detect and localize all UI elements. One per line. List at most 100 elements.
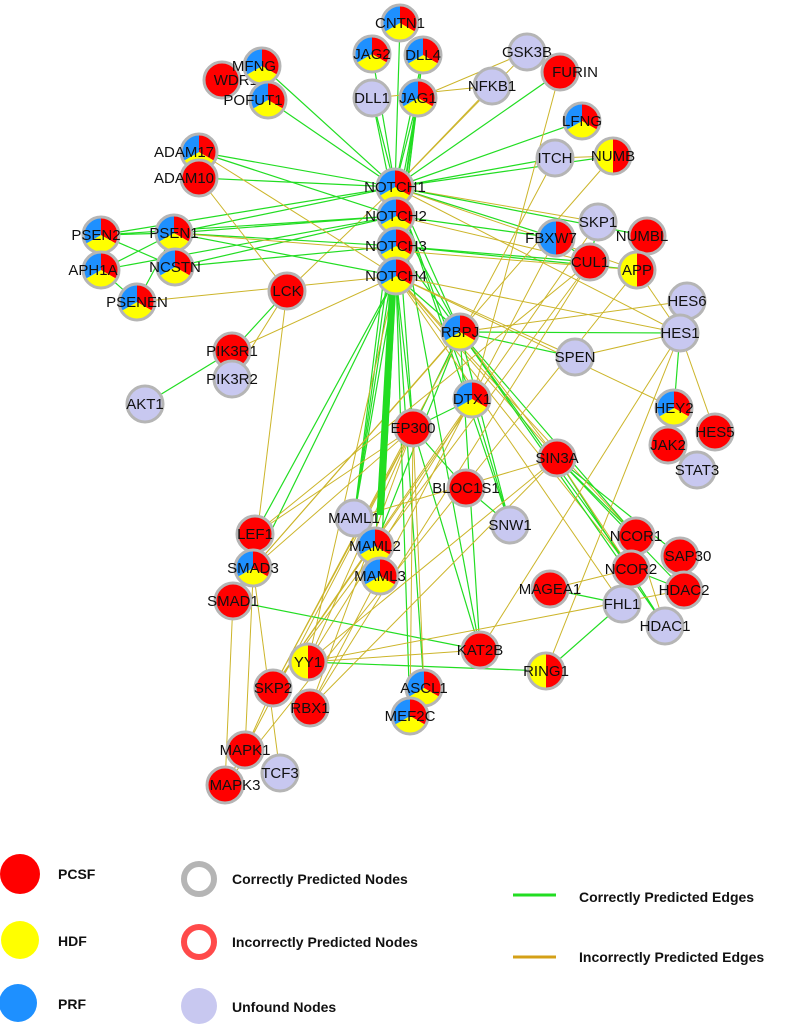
- node-label: DLL4: [405, 47, 441, 64]
- node-ring: [660, 313, 700, 353]
- node-mapk1: MAPK1: [220, 730, 270, 770]
- node-fill: [336, 500, 372, 536]
- node-ring: [260, 753, 300, 793]
- node-ring: [398, 78, 438, 118]
- node-label: FURIN: [552, 64, 598, 81]
- edge-sin3a-ncor2: [556, 457, 632, 570]
- node-ring: [380, 3, 420, 43]
- edge-notch1-adam17: [198, 151, 396, 188]
- node-wdr12: WDR12: [202, 60, 266, 100]
- edge-notch1-psen2: [100, 186, 396, 236]
- node-label: NCSTN: [149, 259, 201, 276]
- node-wedge-pcsf: [637, 252, 655, 288]
- node-fill: [650, 427, 686, 463]
- node-label: FHL1: [604, 596, 641, 613]
- node-cntn1: CNTN1: [375, 3, 425, 43]
- node-label: MEF2C: [385, 708, 436, 725]
- edge-notch1-pofut1: [267, 99, 396, 188]
- node-wedge-hdf: [290, 644, 308, 680]
- node-label: SIN3A: [535, 450, 578, 467]
- node-ncor1: NCOR1: [610, 516, 662, 556]
- node-wedge-hdf: [595, 138, 613, 174]
- legend-hdf-label: HDF: [58, 933, 87, 949]
- legend: PCSF HDF PRF Correctly Predicted Nodes I…: [0, 854, 764, 1024]
- node-ring: [446, 468, 486, 508]
- node-spen: SPEN: [555, 337, 595, 377]
- node-ring: [562, 101, 602, 141]
- node-fill: [292, 690, 328, 726]
- node-wedge-hdf: [402, 98, 434, 117]
- node-label: HES6: [667, 293, 706, 310]
- node-label: ADAM17: [154, 144, 214, 161]
- node-ring: [225, 730, 265, 770]
- node-wedge-hdf: [237, 568, 269, 586]
- legend-correct-edges-label: Correctly Predicted Edges: [579, 889, 754, 905]
- node-ring: [179, 158, 219, 198]
- edge-notch2-aph1a: [100, 215, 397, 271]
- node-label: EP300: [390, 420, 435, 437]
- node-label: HES1: [660, 325, 699, 342]
- node-label: SNW1: [488, 517, 531, 534]
- edge-rbpj-sin3a: [459, 331, 558, 459]
- node-pik3r1: PIK3R1: [206, 331, 258, 371]
- node-fill: [542, 54, 578, 90]
- node-fill: [613, 551, 649, 587]
- edge-dtx1-snw1: [471, 398, 511, 526]
- node-dtx1: DTX1: [452, 379, 492, 419]
- node-label: GSK3B: [502, 44, 552, 61]
- node-label: ITCH: [538, 150, 573, 167]
- node-label: NUMB: [591, 148, 635, 165]
- legend-unfound-node-swatch: [181, 988, 217, 1024]
- node-pik3r2: PIK3R2: [206, 359, 258, 399]
- node-ring: [233, 548, 273, 588]
- node-label: MFNG: [232, 58, 276, 75]
- node-label: LCK: [272, 283, 301, 300]
- node-lef1: LEF1: [235, 514, 275, 554]
- edge-notch1-psen1: [173, 186, 396, 234]
- node-label: SMAD1: [207, 593, 259, 610]
- node-fhl1: FHL1: [602, 584, 642, 624]
- edge-psenen-notch4: [136, 275, 397, 303]
- node-label: LEF1: [237, 526, 273, 543]
- node-fill: [662, 538, 698, 574]
- node-label: AKT1: [126, 396, 164, 413]
- node-fill: [539, 440, 575, 476]
- node-fill: [269, 273, 305, 309]
- node-fill: [618, 518, 654, 554]
- node-wedge-hdf: [121, 302, 153, 320]
- node-app: APP: [617, 250, 657, 290]
- node-notch4: NOTCH4: [365, 256, 427, 296]
- node-skp2: SKP2: [253, 668, 293, 708]
- node-fill: [255, 670, 291, 706]
- node-wedge-hdf: [252, 100, 284, 119]
- node-label: SKP2: [254, 680, 292, 697]
- node-fill: [572, 244, 608, 280]
- edge-notch1-itch: [394, 157, 556, 188]
- node-wedge-pcsf: [556, 220, 574, 256]
- node-ring: [267, 271, 307, 311]
- node-akt1: AKT1: [125, 384, 165, 424]
- edge-notch4-ncor1: [395, 275, 637, 537]
- edge-notch3-ncstn: [174, 245, 397, 268]
- node-cul1: CUL1: [570, 242, 610, 282]
- node-ring: [202, 60, 242, 100]
- node-hes1: HES1: [660, 313, 700, 353]
- edge-notch4-ep300: [395, 275, 414, 429]
- node-magea1: MAGEA1: [519, 569, 581, 609]
- node-tcf3: TCF3: [260, 753, 300, 793]
- node-ring: [452, 379, 492, 419]
- node-ring: [526, 651, 566, 691]
- node-psen1: PSEN1: [149, 213, 199, 253]
- node-fill: [669, 283, 705, 319]
- node-label: KAT2B: [457, 642, 503, 659]
- node-fill: [604, 586, 640, 622]
- node-label: YY1: [294, 654, 322, 671]
- node-rbx1: RBX1: [290, 688, 330, 728]
- node-fill: [127, 386, 163, 422]
- node-wedge-hdf: [394, 716, 426, 734]
- node-gsk3b: GSK3B: [502, 32, 552, 72]
- node-label: APH1A: [68, 262, 117, 279]
- node-label: PIK3R1: [206, 343, 258, 360]
- node-label: DLL1: [354, 90, 390, 107]
- node-lck: LCK: [267, 271, 307, 311]
